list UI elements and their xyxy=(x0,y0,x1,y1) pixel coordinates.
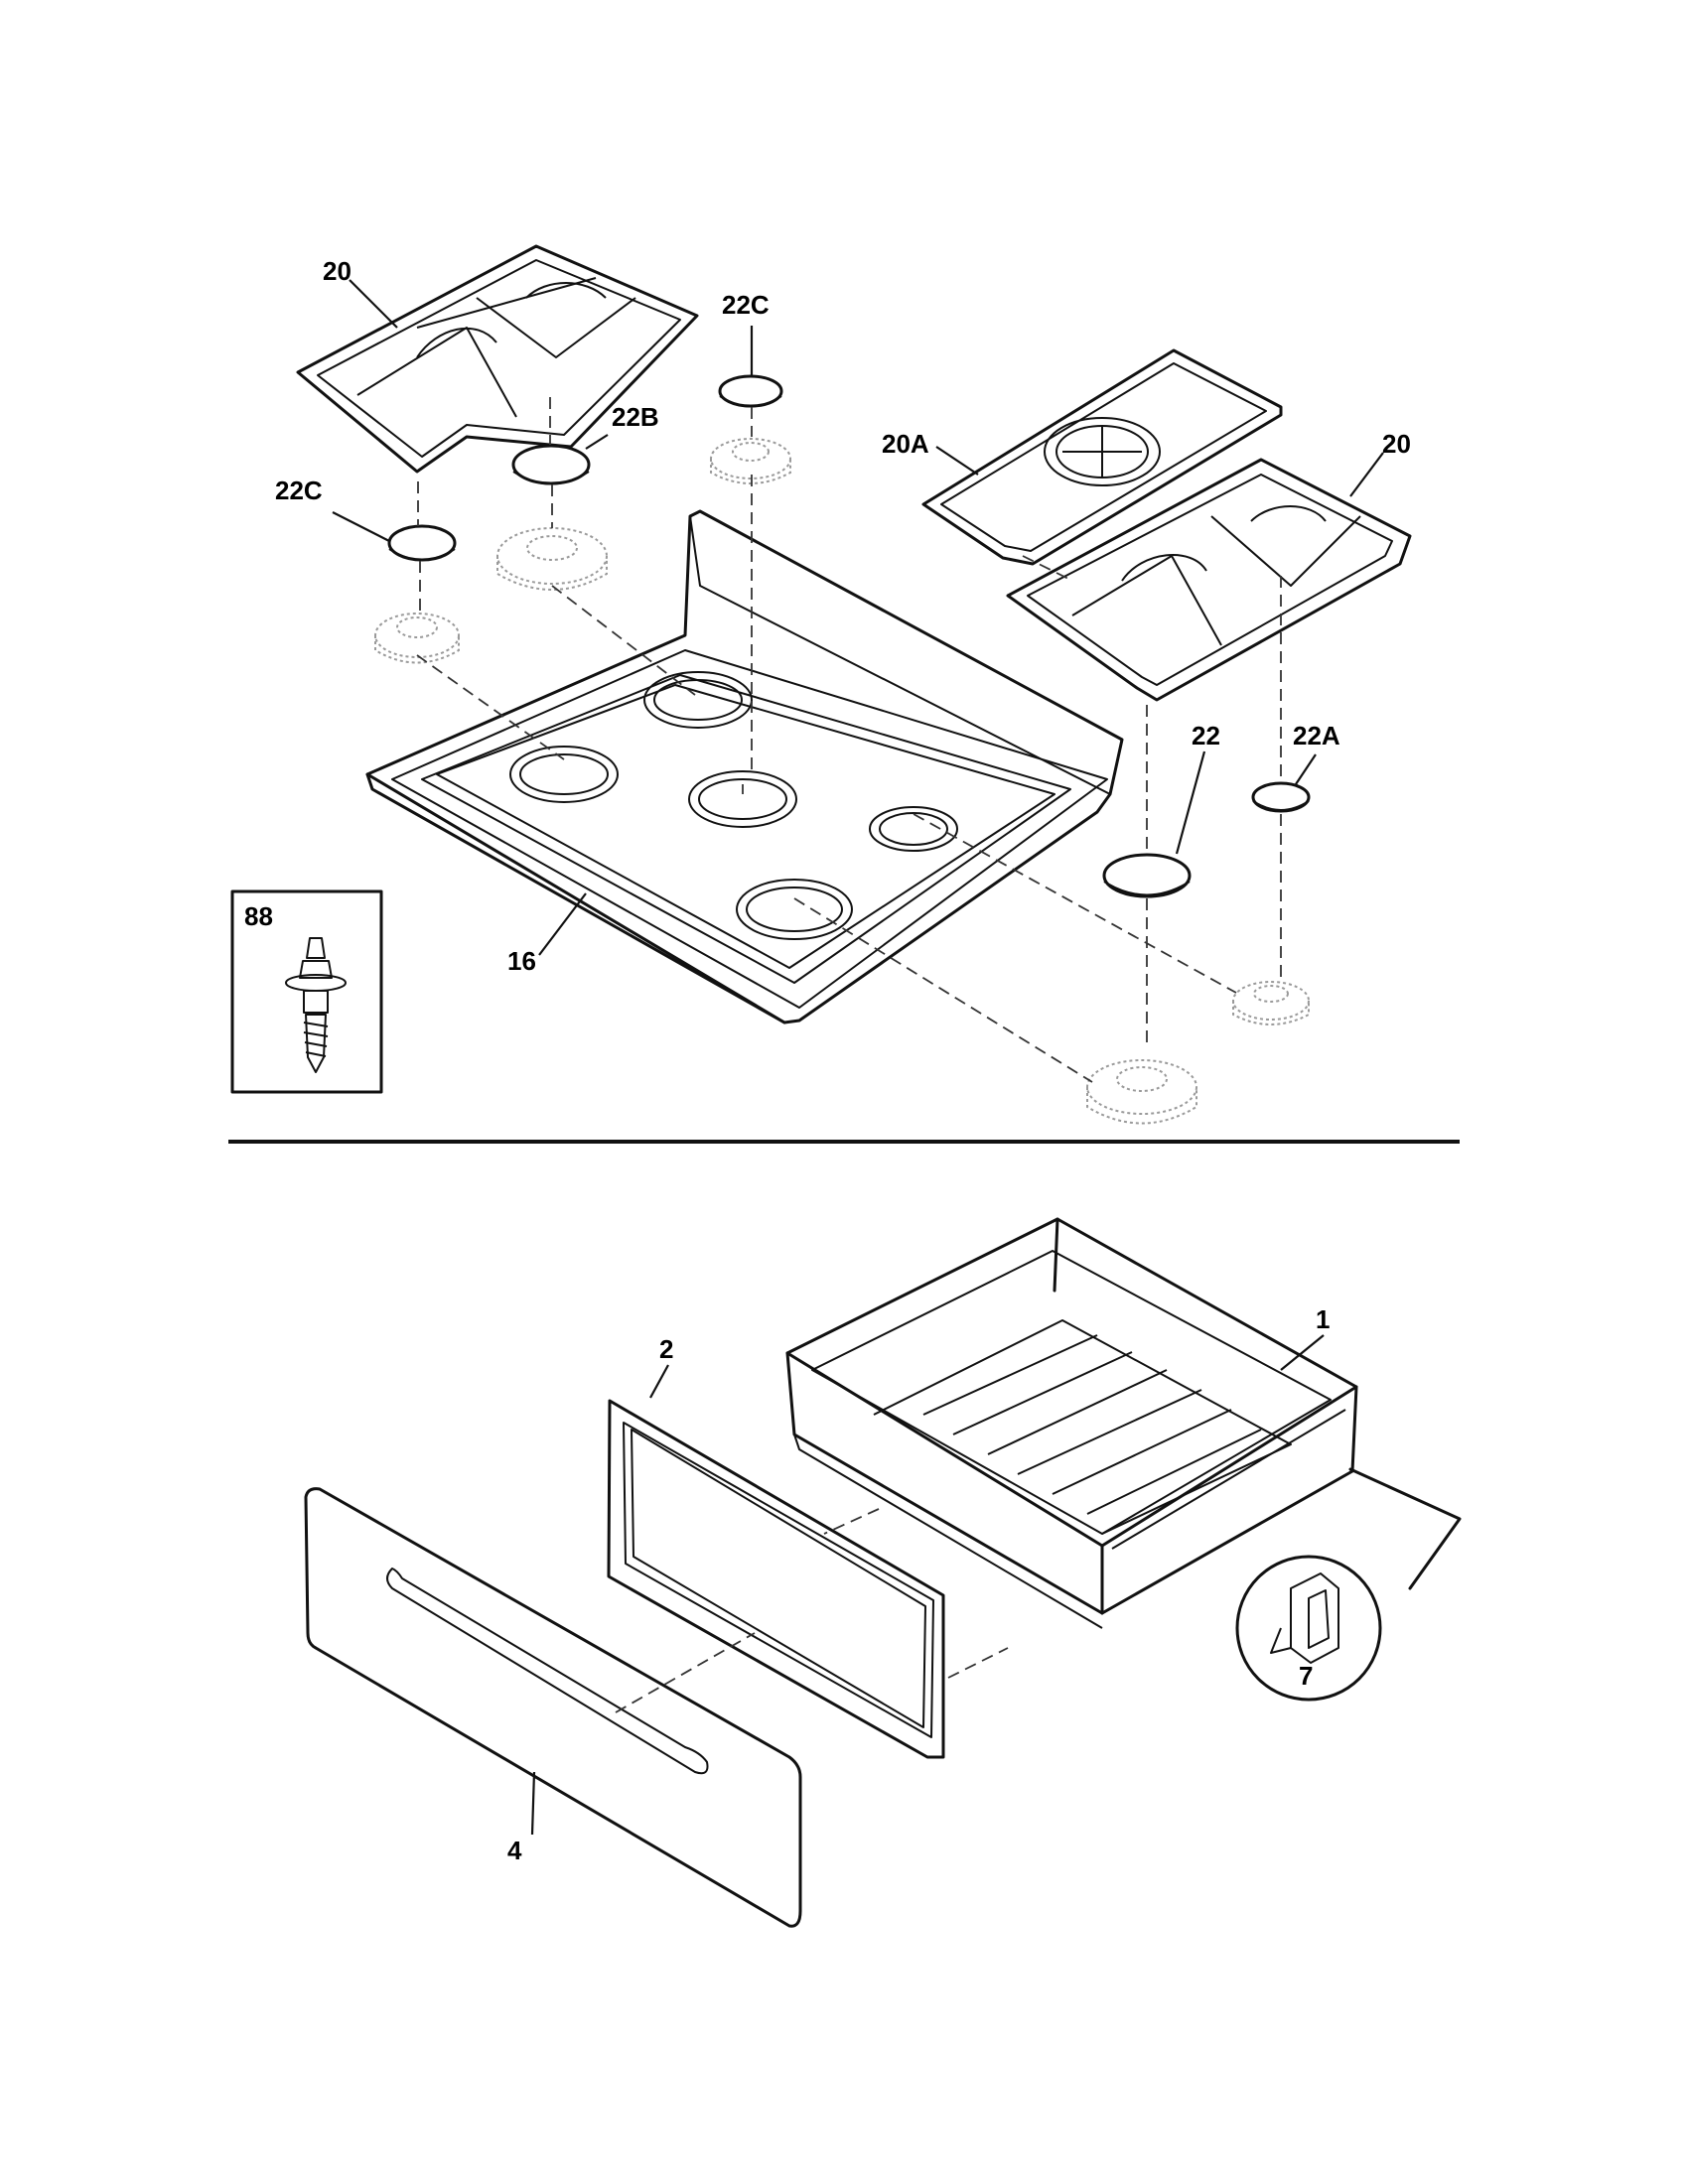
leaders-bottom xyxy=(530,1334,1325,1836)
callout-drawer-body: 1 xyxy=(1316,1304,1330,1334)
cap-left[interactable] xyxy=(387,524,457,562)
callout-grate-right: 20 xyxy=(1382,429,1411,459)
grate-center[interactable] xyxy=(921,348,1283,566)
leaders-top xyxy=(332,279,1384,956)
drawer-body[interactable] xyxy=(785,1217,1358,1629)
burner-heads xyxy=(374,438,1310,1125)
cap-large[interactable] xyxy=(1102,853,1192,898)
callout-cap-right: 22A xyxy=(1293,721,1340,751)
callout-screw-detail: 88 xyxy=(244,901,273,931)
callout-cap-left: 22C xyxy=(275,476,323,505)
cap-center[interactable] xyxy=(511,444,591,485)
grate-right[interactable] xyxy=(1006,458,1412,702)
callout-grate-center: 20A xyxy=(882,429,929,459)
callout-cooktop: 16 xyxy=(507,946,536,976)
callout-drawer-liner: 2 xyxy=(659,1334,673,1364)
callout-clip-detail: 7 xyxy=(1299,1661,1313,1691)
alignment-lines-top xyxy=(416,397,1282,1083)
callout-drawer-front: 4 xyxy=(507,1836,522,1865)
callout-cap-top: 22C xyxy=(722,290,770,320)
callout-cap-large: 22 xyxy=(1192,721,1220,751)
cap-right[interactable] xyxy=(1251,781,1311,813)
drawer-liner[interactable] xyxy=(607,1399,945,1759)
alignment-lines-bottom xyxy=(615,1508,1009,1713)
grate-left[interactable] xyxy=(296,244,699,474)
cooktop[interactable] xyxy=(365,509,1124,1024)
cap-top[interactable] xyxy=(718,374,783,408)
clip-detail[interactable] xyxy=(1235,1467,1462,1702)
callout-cap-center: 22B xyxy=(612,402,659,432)
callout-grate-left: 20 xyxy=(323,256,352,286)
screw-detail-box[interactable] xyxy=(230,889,383,1094)
drawer-front[interactable] xyxy=(304,1487,802,1928)
